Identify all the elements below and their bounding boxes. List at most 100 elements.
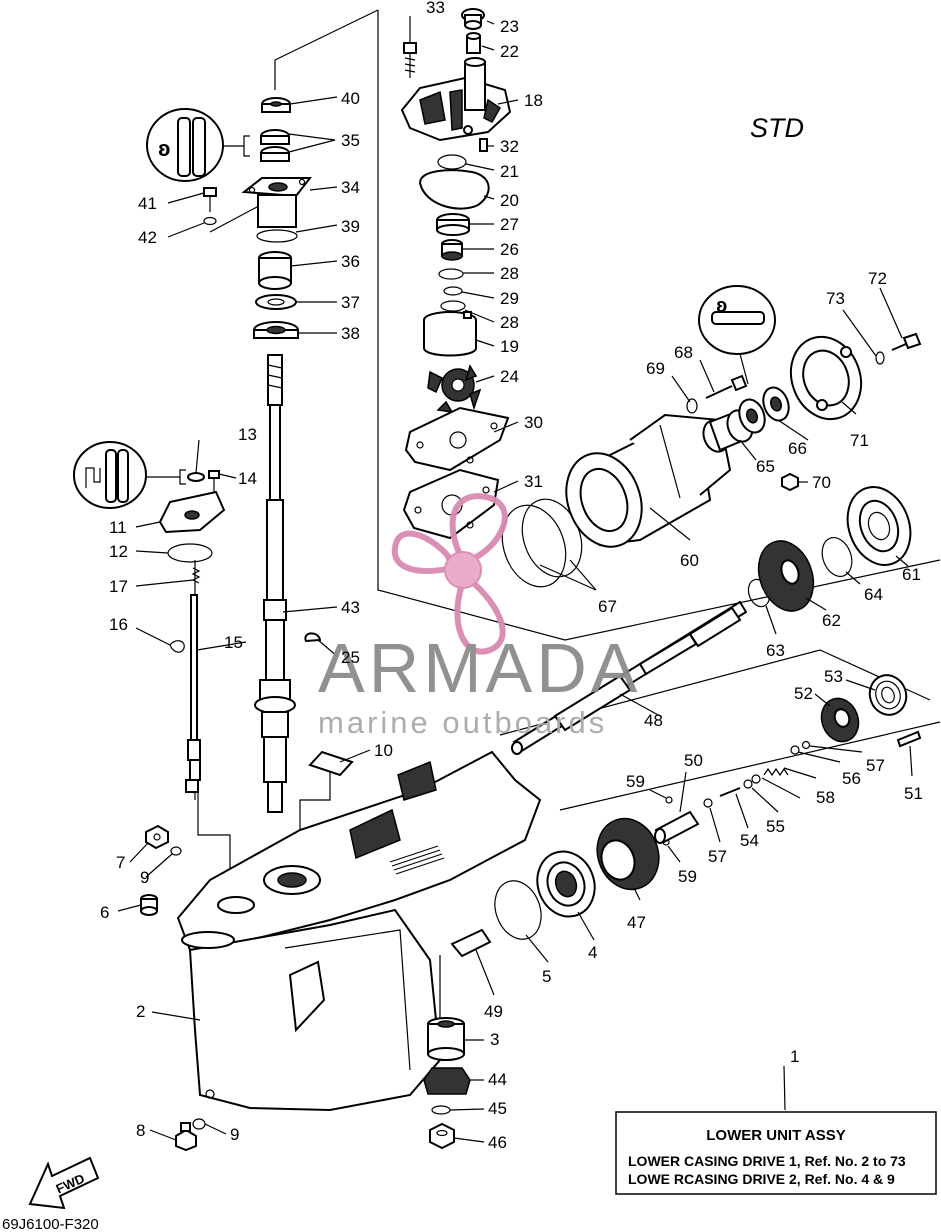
- propeller-shaft-48: [511, 600, 748, 755]
- callout-68: 68: [674, 343, 693, 362]
- callout-24: 24: [500, 367, 519, 386]
- callout-49: 49: [484, 1002, 503, 1021]
- callout-62: 62: [822, 611, 841, 630]
- leader-lines: [117, 16, 913, 1143]
- callout-54: 54: [740, 831, 759, 850]
- callout-31: 31: [524, 472, 543, 491]
- o-ring-67-a: [501, 504, 567, 588]
- callout-30: 30: [524, 413, 543, 432]
- callout-3: 3: [490, 1030, 499, 1049]
- collar-6: [140, 894, 158, 916]
- cup-19: [423, 311, 477, 357]
- sealant-icon: ʚ: [158, 136, 170, 161]
- ball-59-upper: [665, 796, 673, 804]
- housing-cover-71: [789, 335, 863, 421]
- callout-5: 5: [542, 967, 551, 986]
- cross-pin-51: [896, 730, 922, 748]
- legend-line-1: LOWER CASING DRIVE 1, Ref. No. 2 to 73: [628, 1153, 906, 1169]
- washer-56: [790, 745, 800, 755]
- callout-28-lower: 28: [500, 313, 519, 332]
- assembly-legend-box: LOWER UNIT ASSY LOWER CASING DRIVE 1, Re…: [615, 1111, 937, 1195]
- bolt-41: [203, 187, 217, 212]
- callout-1: 1: [790, 1047, 799, 1066]
- legend-title: LOWER UNIT ASSY: [706, 1127, 845, 1144]
- washer-29: [443, 286, 463, 296]
- sleeve-22: [466, 32, 481, 54]
- callout-14: 14: [238, 469, 257, 488]
- callout-34: 34: [341, 178, 360, 197]
- needle-bearing-3: [427, 1017, 465, 1061]
- washer-9-upper: [170, 846, 182, 856]
- spring-58: [763, 767, 789, 777]
- callout-61: 61: [902, 565, 921, 584]
- callout-44: 44: [488, 1070, 507, 1089]
- oil-seal-26: [441, 239, 463, 261]
- woodruff-key-25: [304, 632, 322, 643]
- shift-cam-49: [450, 928, 492, 958]
- ball-bearing-61: [846, 486, 912, 566]
- callout-23: 23: [500, 17, 519, 36]
- drain-plug-8: [175, 1122, 197, 1152]
- callout-7: 7: [116, 853, 125, 872]
- callout-52: 52: [794, 684, 813, 703]
- impeller-24: [427, 364, 482, 413]
- taper-bearing-4: [536, 850, 596, 918]
- callout-4: 4: [588, 943, 597, 962]
- dog-clutch-52: [820, 697, 860, 743]
- o-ring-12: [167, 543, 213, 563]
- shim-37: [255, 294, 297, 310]
- slide-54: [719, 787, 741, 797]
- callout-39: 39: [341, 217, 360, 236]
- o-ring-21: [437, 154, 467, 170]
- gasket-31: [402, 468, 500, 540]
- callout-64: 64: [864, 585, 883, 604]
- pin-32: [479, 138, 488, 152]
- callout-12: 12: [109, 542, 128, 561]
- insert-cartridge-27: [436, 213, 470, 236]
- oil-seals-35: [260, 129, 290, 162]
- callout-20: 20: [500, 191, 519, 210]
- shift-rod-group: [158, 470, 226, 793]
- callout-45: 45: [488, 1099, 507, 1118]
- callout-15: 15: [224, 633, 243, 652]
- pinion-44: [423, 1067, 471, 1095]
- callout-25: 25: [341, 648, 360, 667]
- callout-9-upper: 9: [140, 868, 149, 887]
- bearing-housing-34: [241, 177, 313, 228]
- callout-59-upper: 59: [626, 772, 645, 791]
- washer-45: [431, 1105, 451, 1115]
- callout-63: 63: [766, 641, 785, 660]
- nut-70: [781, 472, 799, 492]
- callout-numbers: 1 2 3 4 5 6 7 8 9 9 10 11 12 13 14 15 16…: [100, 0, 923, 1152]
- seal-40: [261, 97, 291, 113]
- outer-plate-30: [404, 406, 510, 472]
- thrust-bearing-38: [253, 321, 299, 339]
- watermark-brand: ARMADA: [318, 629, 641, 707]
- pin-57-lower: [703, 798, 713, 808]
- callout-41: 41: [138, 194, 157, 213]
- grease-icon: [85, 467, 101, 488]
- plate-10: [308, 750, 354, 777]
- watermark-tagline: marine outboards: [318, 705, 607, 740]
- legend-line-2: LOWE RCASING DRIVE 2, Ref. No. 4 & 9: [628, 1171, 895, 1187]
- callout-58: 58: [816, 788, 835, 807]
- callout-29: 29: [500, 289, 519, 308]
- callout-32: 32: [500, 137, 519, 156]
- washer-42: [203, 216, 217, 226]
- callout-46: 46: [488, 1133, 507, 1152]
- callout-21: 21: [500, 162, 519, 181]
- watermark-propeller-logo: [391, 493, 508, 655]
- callout-57-upper: 57: [866, 756, 885, 775]
- callout-33: 33: [426, 0, 445, 17]
- drawing-code: 69J6100-F320: [2, 1216, 99, 1232]
- callout-16: 16: [109, 615, 128, 634]
- callout-35: 35: [341, 131, 360, 150]
- nut-7: [145, 824, 169, 850]
- callout-71: 71: [850, 431, 869, 450]
- bearing-housing-group: [501, 332, 922, 588]
- drive-shaft-43: [254, 354, 296, 813]
- callout-17: 17: [109, 577, 128, 596]
- grease-callout: [73, 441, 186, 509]
- callout-6: 6: [100, 903, 109, 922]
